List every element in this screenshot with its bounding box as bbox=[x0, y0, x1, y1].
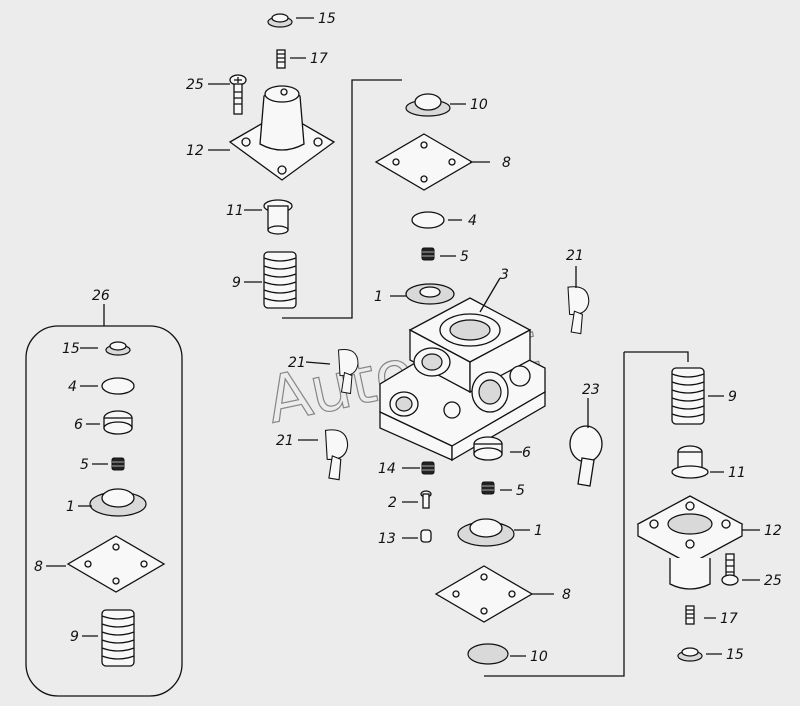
callout-9-left: 9 bbox=[232, 275, 241, 291]
callout-1-mid: 1 bbox=[534, 523, 543, 539]
part-gasket-bot bbox=[435, 565, 533, 623]
callout-15-right: 15 bbox=[726, 647, 744, 663]
kit-nut bbox=[111, 457, 125, 471]
callout-12-right: 12 bbox=[764, 523, 782, 539]
callout-4-top: 4 bbox=[468, 213, 477, 229]
kit-diaphragm bbox=[89, 488, 147, 517]
kit-spring bbox=[101, 609, 135, 667]
callout-3: 3 bbox=[500, 267, 509, 283]
kit-callout-15: 15 bbox=[62, 341, 80, 357]
kit-cap bbox=[105, 341, 131, 356]
part-disc-top bbox=[411, 211, 445, 229]
part-plug-left bbox=[324, 429, 349, 481]
routing-lines bbox=[282, 79, 689, 677]
part-cap-top bbox=[267, 13, 293, 28]
part-washer-top bbox=[405, 93, 451, 117]
kit-callout-8: 8 bbox=[34, 559, 43, 575]
part-piston-right bbox=[671, 445, 709, 479]
part-screw-right bbox=[685, 605, 695, 625]
callout-6-mid: 6 bbox=[522, 445, 531, 461]
callout-25-top: 25 bbox=[186, 77, 204, 93]
kit-gasket bbox=[67, 535, 165, 593]
part-cover-right bbox=[636, 495, 744, 590]
callout-10-bot: 10 bbox=[530, 649, 548, 665]
part-cap-23 bbox=[569, 425, 603, 487]
callout-11-right: 11 bbox=[728, 465, 746, 481]
part-spring-top bbox=[263, 251, 297, 309]
part-spring-right bbox=[671, 367, 705, 425]
callout-10-top: 10 bbox=[470, 97, 488, 113]
callout-21-right: 21 bbox=[566, 248, 584, 264]
part-bolt-right bbox=[721, 553, 739, 586]
part-plug-right bbox=[567, 286, 590, 335]
part-cap-right bbox=[677, 647, 703, 662]
callout-26-kit: 26 bbox=[92, 288, 110, 304]
part-diaphragm-top bbox=[405, 283, 455, 305]
callout-8-top: 8 bbox=[502, 155, 511, 171]
part-seal-mid bbox=[473, 436, 503, 461]
part-washer-bot bbox=[467, 643, 509, 665]
callout-8-bot: 8 bbox=[562, 587, 571, 603]
callout-9-right: 9 bbox=[728, 389, 737, 405]
callout-13: 13 bbox=[378, 531, 396, 547]
callout-5-mid: 5 bbox=[516, 483, 525, 499]
part-cover-top bbox=[228, 85, 336, 181]
kit-seal bbox=[103, 410, 133, 435]
callout-14: 14 bbox=[378, 461, 396, 477]
part-nut-13 bbox=[420, 529, 432, 543]
callout-5-top: 5 bbox=[460, 249, 469, 265]
part-nut-top bbox=[421, 247, 435, 261]
part-bolt-top bbox=[229, 74, 247, 115]
callout-labels: 15 17 25 12 11 9 10 8 4 5 1 3 21 21 21 2… bbox=[34, 11, 782, 665]
part-gasket-top bbox=[375, 133, 473, 191]
kit-callout-1: 1 bbox=[66, 499, 75, 515]
kit-callout-6: 6 bbox=[74, 417, 83, 433]
part-screw-top bbox=[276, 49, 286, 69]
part-diaphragm-mid bbox=[457, 518, 515, 547]
callout-23: 23 bbox=[582, 382, 600, 398]
kit-disc bbox=[101, 377, 135, 395]
callout-11-left: 11 bbox=[226, 203, 244, 219]
callout-17-right: 17 bbox=[720, 611, 738, 627]
callout-1-top: 1 bbox=[374, 289, 383, 305]
part-piston-top bbox=[263, 199, 293, 235]
callout-12-top: 12 bbox=[186, 143, 204, 159]
part-screw-2 bbox=[420, 490, 432, 509]
part-valve-body bbox=[379, 297, 546, 462]
part-nut-14 bbox=[421, 461, 435, 475]
kit-callout-5: 5 bbox=[80, 457, 89, 473]
callout-21-mid: 21 bbox=[288, 355, 306, 371]
leader-lines bbox=[46, 17, 760, 657]
kit-callout-9: 9 bbox=[70, 629, 79, 645]
callout-25-right: 25 bbox=[764, 573, 782, 589]
callout-17-top: 17 bbox=[310, 51, 328, 67]
callout-2: 2 bbox=[388, 495, 397, 511]
kit-callout-4: 4 bbox=[68, 379, 77, 395]
callout-21-left: 21 bbox=[276, 433, 294, 449]
part-nut-mid bbox=[481, 481, 495, 495]
callout-15-top: 15 bbox=[318, 11, 336, 27]
